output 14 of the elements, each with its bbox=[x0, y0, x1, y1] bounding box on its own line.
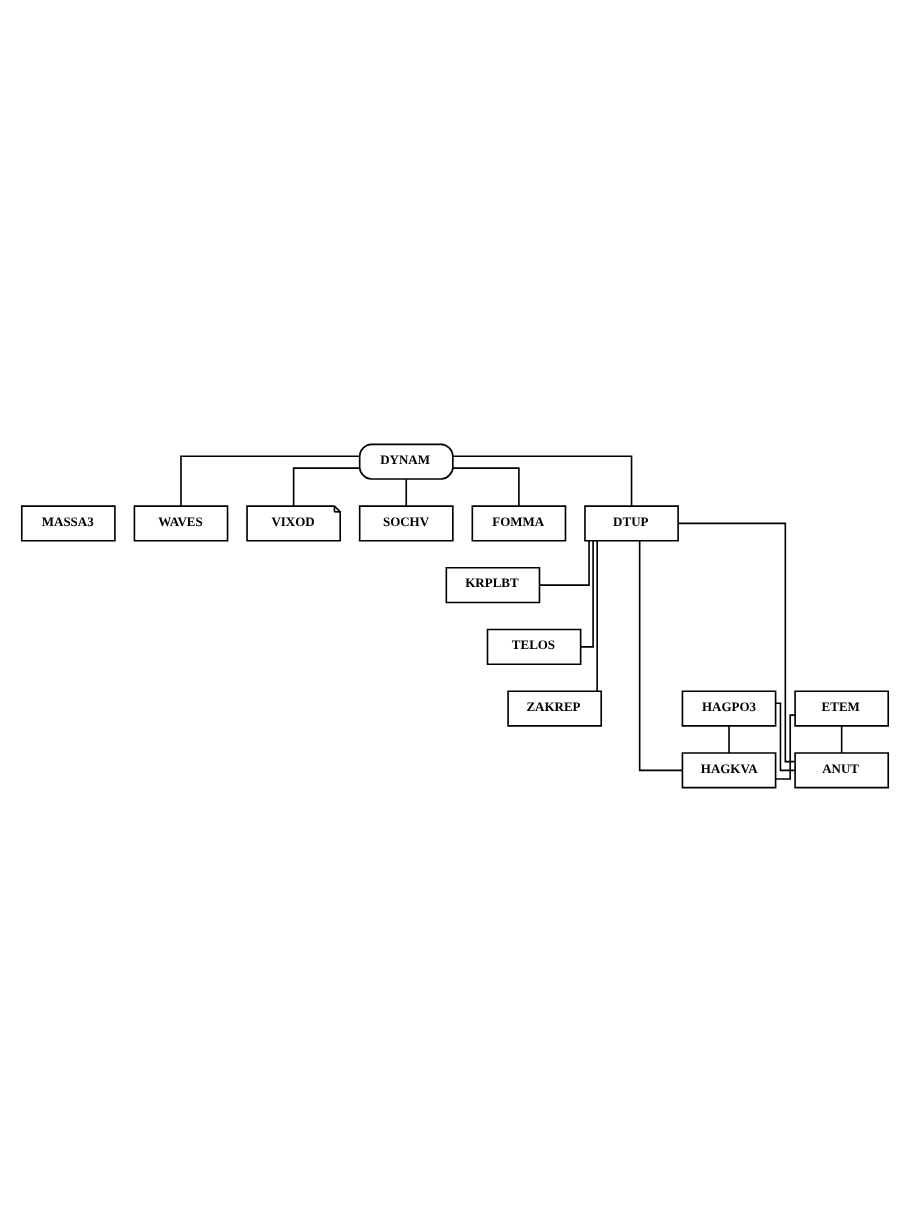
connector bbox=[538, 540, 590, 586]
connector bbox=[840, 725, 843, 754]
connector bbox=[774, 702, 796, 772]
connector bbox=[180, 455, 361, 507]
connector bbox=[580, 540, 594, 648]
connector bbox=[452, 455, 633, 507]
connector bbox=[638, 539, 684, 772]
connector bbox=[596, 540, 598, 692]
connector bbox=[292, 467, 361, 507]
connector bbox=[774, 714, 796, 780]
connector bbox=[677, 522, 796, 763]
connector bbox=[728, 725, 730, 754]
connector bbox=[405, 478, 408, 507]
connector bbox=[452, 467, 520, 507]
